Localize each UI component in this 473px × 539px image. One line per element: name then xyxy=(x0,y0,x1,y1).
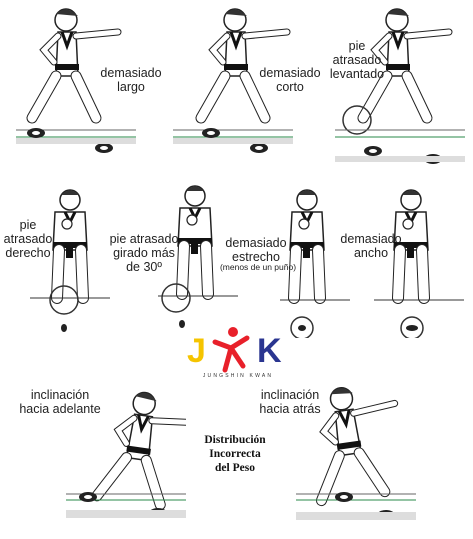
karate-figure-icon xyxy=(296,376,416,520)
label-lean-back: inclinación hacia atrás xyxy=(259,388,321,416)
karate-figure-icon xyxy=(280,188,350,338)
svg-text:J: J xyxy=(187,332,206,370)
magnifier-circle-icon xyxy=(49,285,79,315)
label-rear-foot-straight: pie atrasado derecho xyxy=(3,218,53,260)
footprint-icon xyxy=(61,324,67,332)
karate-figure-icon xyxy=(16,6,136,153)
magnifier-circle-icon xyxy=(290,316,314,338)
label-rear-foot-turned: pie atrasado girado más de 30º xyxy=(109,232,179,274)
label-too-narrow-note: (menos de un puño) xyxy=(219,262,297,272)
karate-figure-icon xyxy=(30,188,110,332)
karate-figure-icon xyxy=(335,6,465,164)
footprint-icon xyxy=(179,320,185,328)
karate-figure-icon xyxy=(66,376,186,518)
magnifier-circle-icon xyxy=(342,105,372,135)
label-too-short: demasiado corto xyxy=(259,66,321,94)
label-rear-foot-raised: pie atrasado levantado xyxy=(329,39,385,81)
jsk-logo-icon: J K xyxy=(187,327,282,373)
karate-figure-icon xyxy=(158,184,238,328)
karate-figure-icon xyxy=(173,6,293,153)
center-title: Distribución Incorrecta del Peso xyxy=(204,434,266,474)
logo-subtitle: JUNGSHIN KWAN xyxy=(202,373,274,379)
label-too-narrow: demasiado estrecho xyxy=(225,236,287,264)
svg-text:K: K xyxy=(257,332,282,370)
label-lean-forward: inclinación hacia adelante xyxy=(19,388,101,416)
magnifier-circle-icon xyxy=(400,316,424,338)
label-too-long: demasiado largo xyxy=(100,66,162,94)
magnifier-circle-icon xyxy=(161,283,191,313)
label-too-wide: demasiado ancho xyxy=(340,232,402,260)
karate-figure-icon xyxy=(374,188,464,338)
